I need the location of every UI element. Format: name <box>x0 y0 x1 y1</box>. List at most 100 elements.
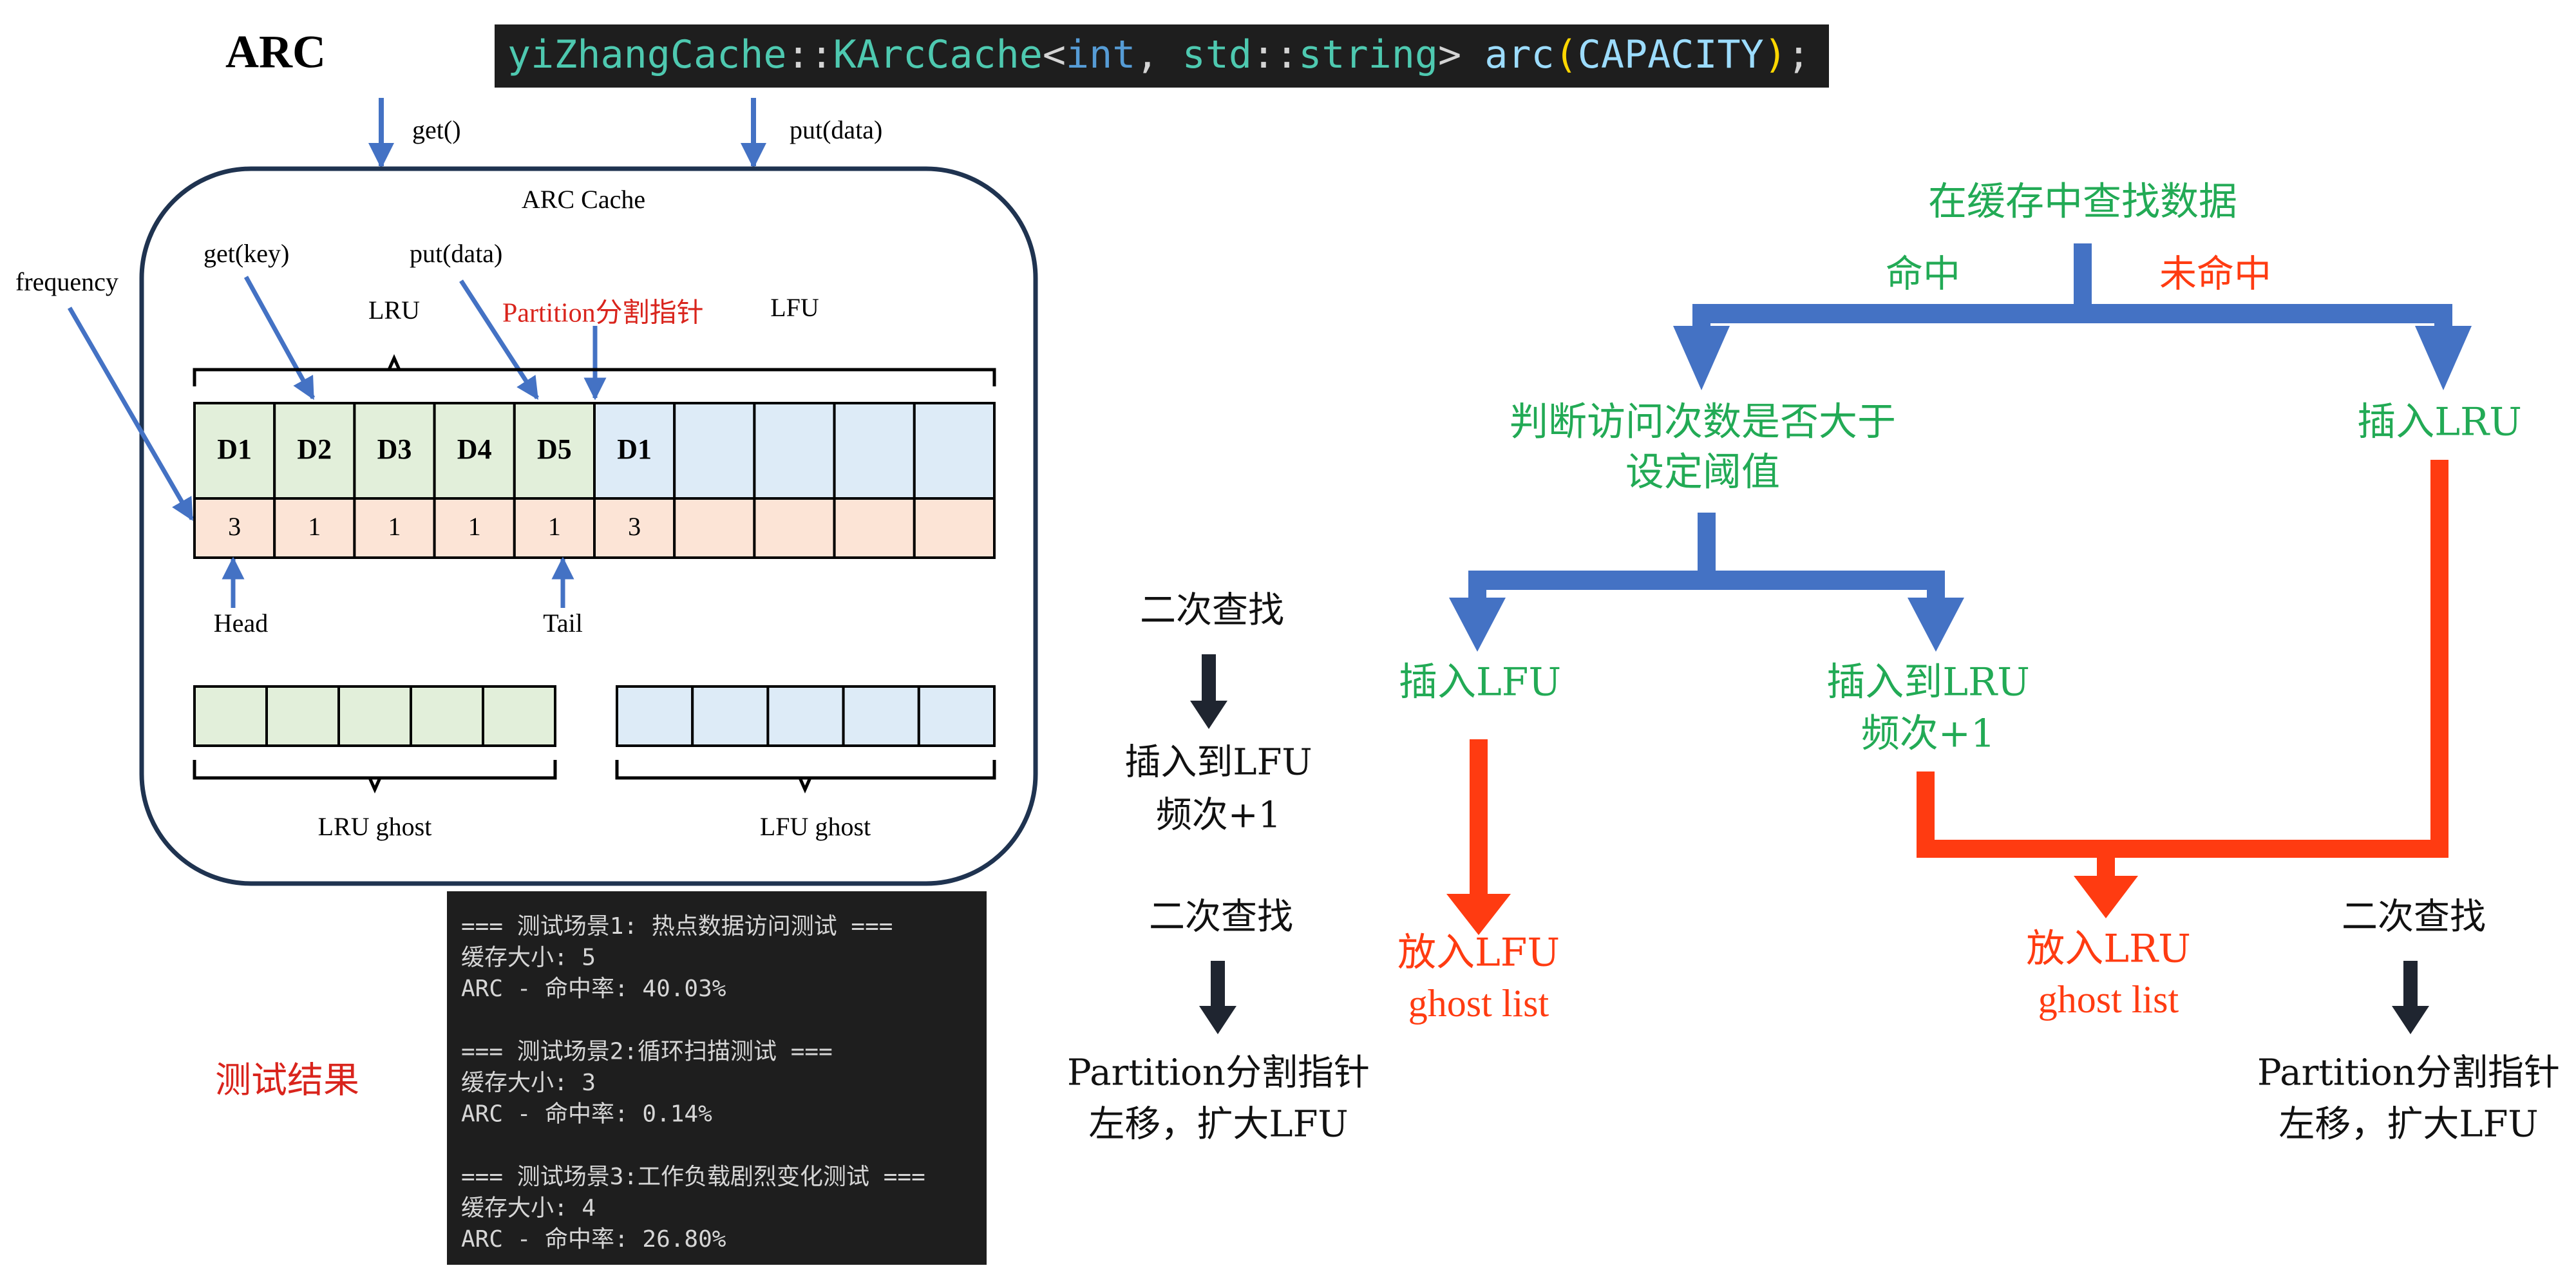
partition-left-line1: Partition分割指针 <box>1067 1052 1370 1094</box>
frequency-value: 1 <box>388 512 401 541</box>
get-key-label: get(key) <box>204 239 289 268</box>
data-cell-label: D1 <box>217 433 252 465</box>
insert-lru: 插入LRU <box>2357 400 2522 445</box>
lfu-ghost-cell <box>616 685 694 747</box>
frequency-arrow <box>67 307 194 522</box>
data-cell <box>753 402 836 500</box>
flow-root: 在缓存中查找数据 <box>1928 180 2237 225</box>
second-search-c: 二次查找 <box>2342 896 2486 938</box>
down-arrow-b <box>1199 961 1236 1034</box>
frequency-cell <box>433 497 516 559</box>
get-key-arrow <box>243 276 316 401</box>
frequency-value: 1 <box>468 512 481 541</box>
frequency-value: 1 <box>548 512 561 541</box>
data-cell <box>833 402 916 500</box>
code-line: yiZhangCache::KArcCache<int, std::string… <box>507 32 1810 77</box>
lru-ghost-cell <box>482 685 556 747</box>
terminal-output: === 测试场景1: 热点数据访问测试 === 缓存大小: 5 ARC - 命中率:… <box>461 913 925 1253</box>
judge-line2: 设定阈值 <box>1625 450 1780 495</box>
terminal-line: === 测试场景2:循环扫描测试 === <box>461 1038 833 1065</box>
frequency-cell <box>913 497 996 559</box>
put-data-arrow <box>459 279 539 400</box>
insert-to-lru-line1: 插入到LRU <box>1826 660 2030 705</box>
frequency-cell <box>833 497 916 559</box>
lru-label: LRU <box>368 296 420 325</box>
lfu-ghost-cell <box>691 685 770 747</box>
miss-label: 未命中 <box>2159 252 2271 296</box>
lfu-ghost-bracket <box>615 760 996 794</box>
second-search-b: 二次查找 <box>1149 896 1293 938</box>
top-bracket <box>193 354 996 386</box>
frequency-label: frequency <box>15 267 118 296</box>
blue-connector-mid <box>1449 513 1964 652</box>
put-label: put(data) <box>790 115 882 144</box>
frequency-cell <box>593 497 676 559</box>
frequency-cell <box>273 497 356 559</box>
terminal-line: ARC - 命中率: 40.03% <box>461 976 726 1002</box>
lfu-ghost-label: LFU ghost <box>760 812 871 841</box>
lru-ghost-cell <box>410 685 484 747</box>
data-cell <box>913 402 996 500</box>
down-arrow-a <box>1190 654 1227 729</box>
insert-to-lfu-line2: 频次+1 <box>1156 795 1282 837</box>
lfu-ghost-line2: ghost list <box>1408 982 1549 1025</box>
get-label: get() <box>412 115 461 144</box>
insert-to-lru-line2: 频次+1 <box>1861 712 1995 757</box>
lfu-ghost-cell <box>917 685 996 747</box>
data-cell-label: D4 <box>457 433 492 465</box>
insert-to-lfu-line1: 插入到LFU <box>1124 742 1312 784</box>
frequency-cell <box>193 497 276 559</box>
frequency-cell <box>753 497 836 559</box>
terminal-line: ARC - 命中率: 0.14% <box>461 1101 712 1128</box>
data-cell-label: D1 <box>617 433 652 465</box>
red-connectors <box>1446 460 2448 935</box>
data-cell-label: D3 <box>377 433 412 465</box>
partition-right-line1: Partition分割指针 <box>2257 1052 2560 1094</box>
hit-label: 命中 <box>1886 252 1960 296</box>
arc-cache-box <box>139 166 1038 886</box>
insert-lfu: 插入LFU <box>1399 660 1561 705</box>
ghost-lists <box>193 685 996 747</box>
lru-ghost-label: LRU ghost <box>318 812 432 841</box>
lru-ghost-cell <box>337 685 412 747</box>
frequency-value: 1 <box>308 512 321 541</box>
tail-label: Tail <box>543 609 583 638</box>
partition-right-line2: 左移，扩大LFU <box>2278 1104 2538 1146</box>
terminal-line: 缓存大小: 3 <box>461 1070 596 1096</box>
blue-connector-top <box>1673 243 2472 390</box>
put-data-label: put(data) <box>410 239 502 268</box>
lfu-ghost-line1: 放入LFU <box>1397 931 1560 976</box>
lru-ghost-cell <box>193 685 268 747</box>
lfu-ghost-cell <box>766 685 845 747</box>
lfu-label: LFU <box>770 293 819 322</box>
lru-ghost-bracket <box>193 760 557 794</box>
lru-ghost-cell <box>265 685 340 747</box>
second-search-a: 二次查找 <box>1140 590 1284 632</box>
data-cell <box>673 402 756 500</box>
frequency-value: 3 <box>228 512 241 541</box>
code-banner <box>495 24 1829 88</box>
terminal-line: 缓存大小: 4 <box>461 1195 596 1221</box>
head-label: Head <box>214 609 268 638</box>
arc-title: ARC <box>225 26 326 78</box>
frequency-cell <box>673 497 756 559</box>
terminal-line: === 测试场景1: 热点数据访问测试 === <box>461 913 893 940</box>
frequency-cell <box>353 497 436 559</box>
terminal-line: === 测试场景3:工作负载剧烈变化测试 === <box>461 1164 925 1190</box>
data-cell <box>353 402 436 500</box>
terminal-line: 缓存大小: 5 <box>461 945 596 971</box>
data-cell <box>513 402 596 500</box>
data-cell <box>193 402 276 500</box>
lfu-ghost-cell <box>842 685 920 747</box>
frequency-value: 3 <box>628 512 641 541</box>
terminal-panel <box>447 891 987 1265</box>
partition-label: Partition分割指针 <box>502 299 704 328</box>
partition-left-line2: 左移，扩大LFU <box>1088 1104 1348 1146</box>
test-results-label: 测试结果 <box>215 1060 359 1102</box>
terminal-line: ARC - 命中率: 26.80% <box>461 1226 726 1253</box>
judge-line1: 判断访问次数是否大于 <box>1510 400 1896 445</box>
data-cell-label: D2 <box>297 433 332 465</box>
down-arrow-c <box>2392 961 2429 1034</box>
